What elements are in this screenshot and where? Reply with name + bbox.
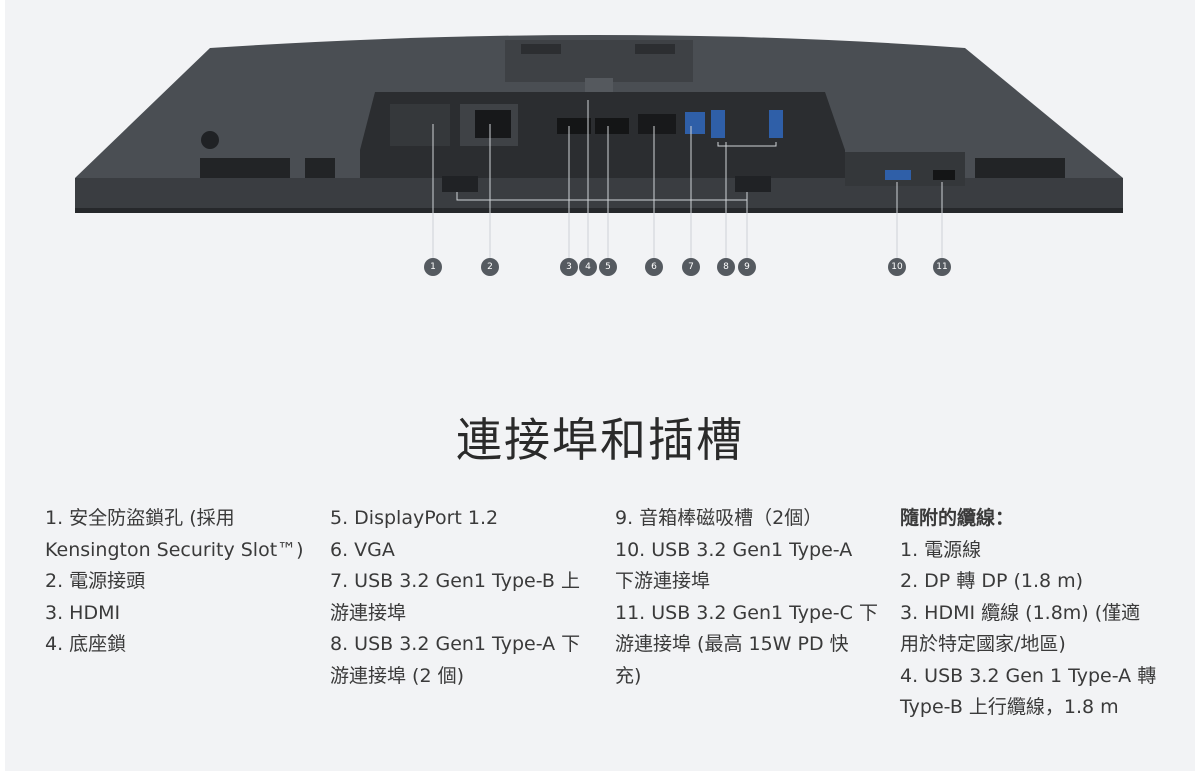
page: 1 2 3 4 5 6 7 8 9 10 11 連接埠和插槽 1. 安全防盜鎖孔… xyxy=(5,0,1195,771)
list-item: 游連接埠 (2 個) xyxy=(330,664,464,687)
list-item: 游連接埠 (最高 15W PD 快 xyxy=(615,633,849,655)
list-item: 用於特定國家/地區) xyxy=(900,633,1066,655)
list-item: 4. 底座鎖 xyxy=(45,633,127,655)
list-item: 9. 音箱棒磁吸槽（2個） xyxy=(615,507,823,529)
callout-8: 8 xyxy=(717,258,735,276)
list-item: 11. USB 3.2 Gen1 Type-C 下 xyxy=(615,601,878,624)
callout-10: 10 xyxy=(888,258,906,276)
list-item: 下游連接埠 xyxy=(615,570,711,592)
callout-1: 1 xyxy=(424,258,442,276)
list-item: 2. 電源接頭 xyxy=(45,570,146,592)
list-item: 3. HDMI 纜線 (1.8m) (僅適 xyxy=(900,601,1141,624)
callout-2: 2 xyxy=(481,258,499,276)
callout-4: 4 xyxy=(579,258,597,276)
list-item: 4. USB 3.2 Gen 1 Type-A 轉 xyxy=(900,664,1157,687)
list-item: 1. 電源線 xyxy=(900,538,982,561)
callout-9: 9 xyxy=(738,258,756,276)
list-item: 6. VGA xyxy=(330,538,395,561)
list-item: 2. DP 轉 DP (1.8 m) xyxy=(900,570,1084,592)
list-item: 充) xyxy=(615,664,642,687)
callout-5: 5 xyxy=(599,258,617,276)
callout-6: 6 xyxy=(645,258,663,276)
list-item: 5. DisplayPort 1.2 xyxy=(330,507,499,529)
callout-7: 7 xyxy=(682,258,700,276)
ports-list-column-1: 1. 安全防盜鎖孔 (採用 Kensington Security Slot™)… xyxy=(45,503,315,661)
list-item: 游連接埠 xyxy=(330,601,407,624)
included-cables-heading: 隨附的纜線： xyxy=(900,507,1015,529)
list-item: 8. USB 3.2 Gen1 Type-A 下 xyxy=(330,633,581,655)
list-item: 10. USB 3.2 Gen1 Type-A xyxy=(615,538,853,561)
list-item: 3. HDMI xyxy=(45,601,121,624)
ports-list-column-3: 9. 音箱棒磁吸槽（2個） 10. USB 3.2 Gen1 Type-A 下游… xyxy=(615,503,885,692)
list-item: Type-B 上行纜線，1.8 m xyxy=(900,696,1119,718)
monitor-ports-figure xyxy=(75,35,1123,258)
list-item: Kensington Security Slot™) xyxy=(45,538,304,561)
callout-3: 3 xyxy=(560,258,578,276)
section-title: 連接埠和插槽 xyxy=(456,413,744,467)
list-item: 7. USB 3.2 Gen1 Type-B 上 xyxy=(330,570,580,592)
list-item: 1. 安全防盜鎖孔 (採用 xyxy=(45,507,235,529)
included-cables-column: 隨附的纜線： 1. 電源線 2. DP 轉 DP (1.8 m) 3. HDMI… xyxy=(900,503,1170,724)
callout-11: 11 xyxy=(933,258,951,276)
ports-list-column-2: 5. DisplayPort 1.2 6. VGA 7. USB 3.2 Gen… xyxy=(330,503,600,692)
